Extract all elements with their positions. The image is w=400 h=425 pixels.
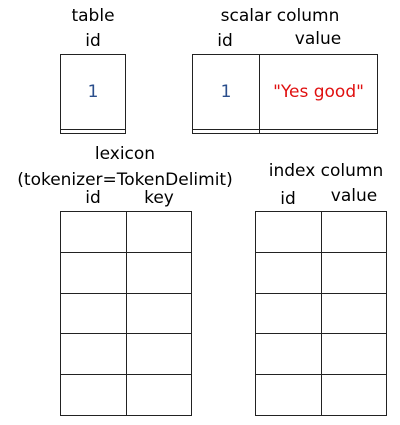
table-row xyxy=(60,374,192,416)
index-column-value-cell xyxy=(320,292,387,335)
lexicon-grid xyxy=(60,211,192,416)
index-column-value-header: value xyxy=(330,186,378,206)
lexicon-id-cell xyxy=(60,211,127,253)
scalar-column-id-cell xyxy=(192,129,260,134)
lexicon-id-cell xyxy=(60,374,127,416)
index-column-id-cell xyxy=(255,374,322,416)
lexicon-id-cell xyxy=(60,292,127,335)
table-id-cell: 1 xyxy=(60,53,126,131)
table-row xyxy=(60,251,192,294)
lexicon-tokenizer-note: (tokenizer=TokenDelimit) xyxy=(17,170,233,190)
table-title: table xyxy=(71,6,115,26)
scalar-column-id-cell: 1 xyxy=(192,53,260,131)
index-column-id-cell xyxy=(255,292,322,335)
index-column-value-cell xyxy=(320,211,387,253)
scalar-column-grid: 1 "Yes good" xyxy=(192,53,378,134)
table-id-header: id xyxy=(85,31,101,51)
scalar-column-id-header: id xyxy=(217,31,233,51)
table-row xyxy=(192,129,378,134)
table-row xyxy=(60,333,192,376)
index-column-id-cell xyxy=(255,251,322,294)
scalar-column-value-header: value xyxy=(294,29,342,49)
lexicon-key-cell xyxy=(125,374,192,416)
lexicon-title: lexicon xyxy=(94,144,156,164)
index-column-id-header: id xyxy=(280,189,296,209)
index-column-title: index column xyxy=(268,161,384,181)
index-column-value-cell xyxy=(320,374,387,416)
lexicon-key-cell xyxy=(125,292,192,335)
table-row xyxy=(60,129,126,134)
index-column-value-cell xyxy=(320,333,387,376)
index-column-id-cell xyxy=(255,333,322,376)
scalar-column-value-cell xyxy=(259,129,378,134)
lexicon-key-cell xyxy=(125,333,192,376)
table-row: 1 xyxy=(60,53,126,131)
lexicon-key-header: key xyxy=(144,188,174,208)
index-column-grid xyxy=(255,211,387,416)
table-row xyxy=(255,211,387,253)
table-row xyxy=(60,211,192,253)
lexicon-id-cell xyxy=(60,251,127,294)
scalar-column-value-cell: "Yes good" xyxy=(259,53,378,131)
index-column-value-cell xyxy=(320,251,387,294)
table-row xyxy=(255,292,387,335)
lexicon-key-cell xyxy=(125,211,192,253)
lexicon-id-cell xyxy=(60,333,127,376)
lexicon-id-header: id xyxy=(85,188,101,208)
table-row xyxy=(60,292,192,335)
table-id-cell xyxy=(60,129,126,134)
table-row xyxy=(255,251,387,294)
lexicon-key-cell xyxy=(125,251,192,294)
table-row: 1 "Yes good" xyxy=(192,53,378,131)
table-row xyxy=(255,374,387,416)
table-grid: 1 xyxy=(60,53,126,134)
table-row xyxy=(255,333,387,376)
index-column-id-cell xyxy=(255,211,322,253)
scalar-column-title: scalar column xyxy=(220,6,340,26)
